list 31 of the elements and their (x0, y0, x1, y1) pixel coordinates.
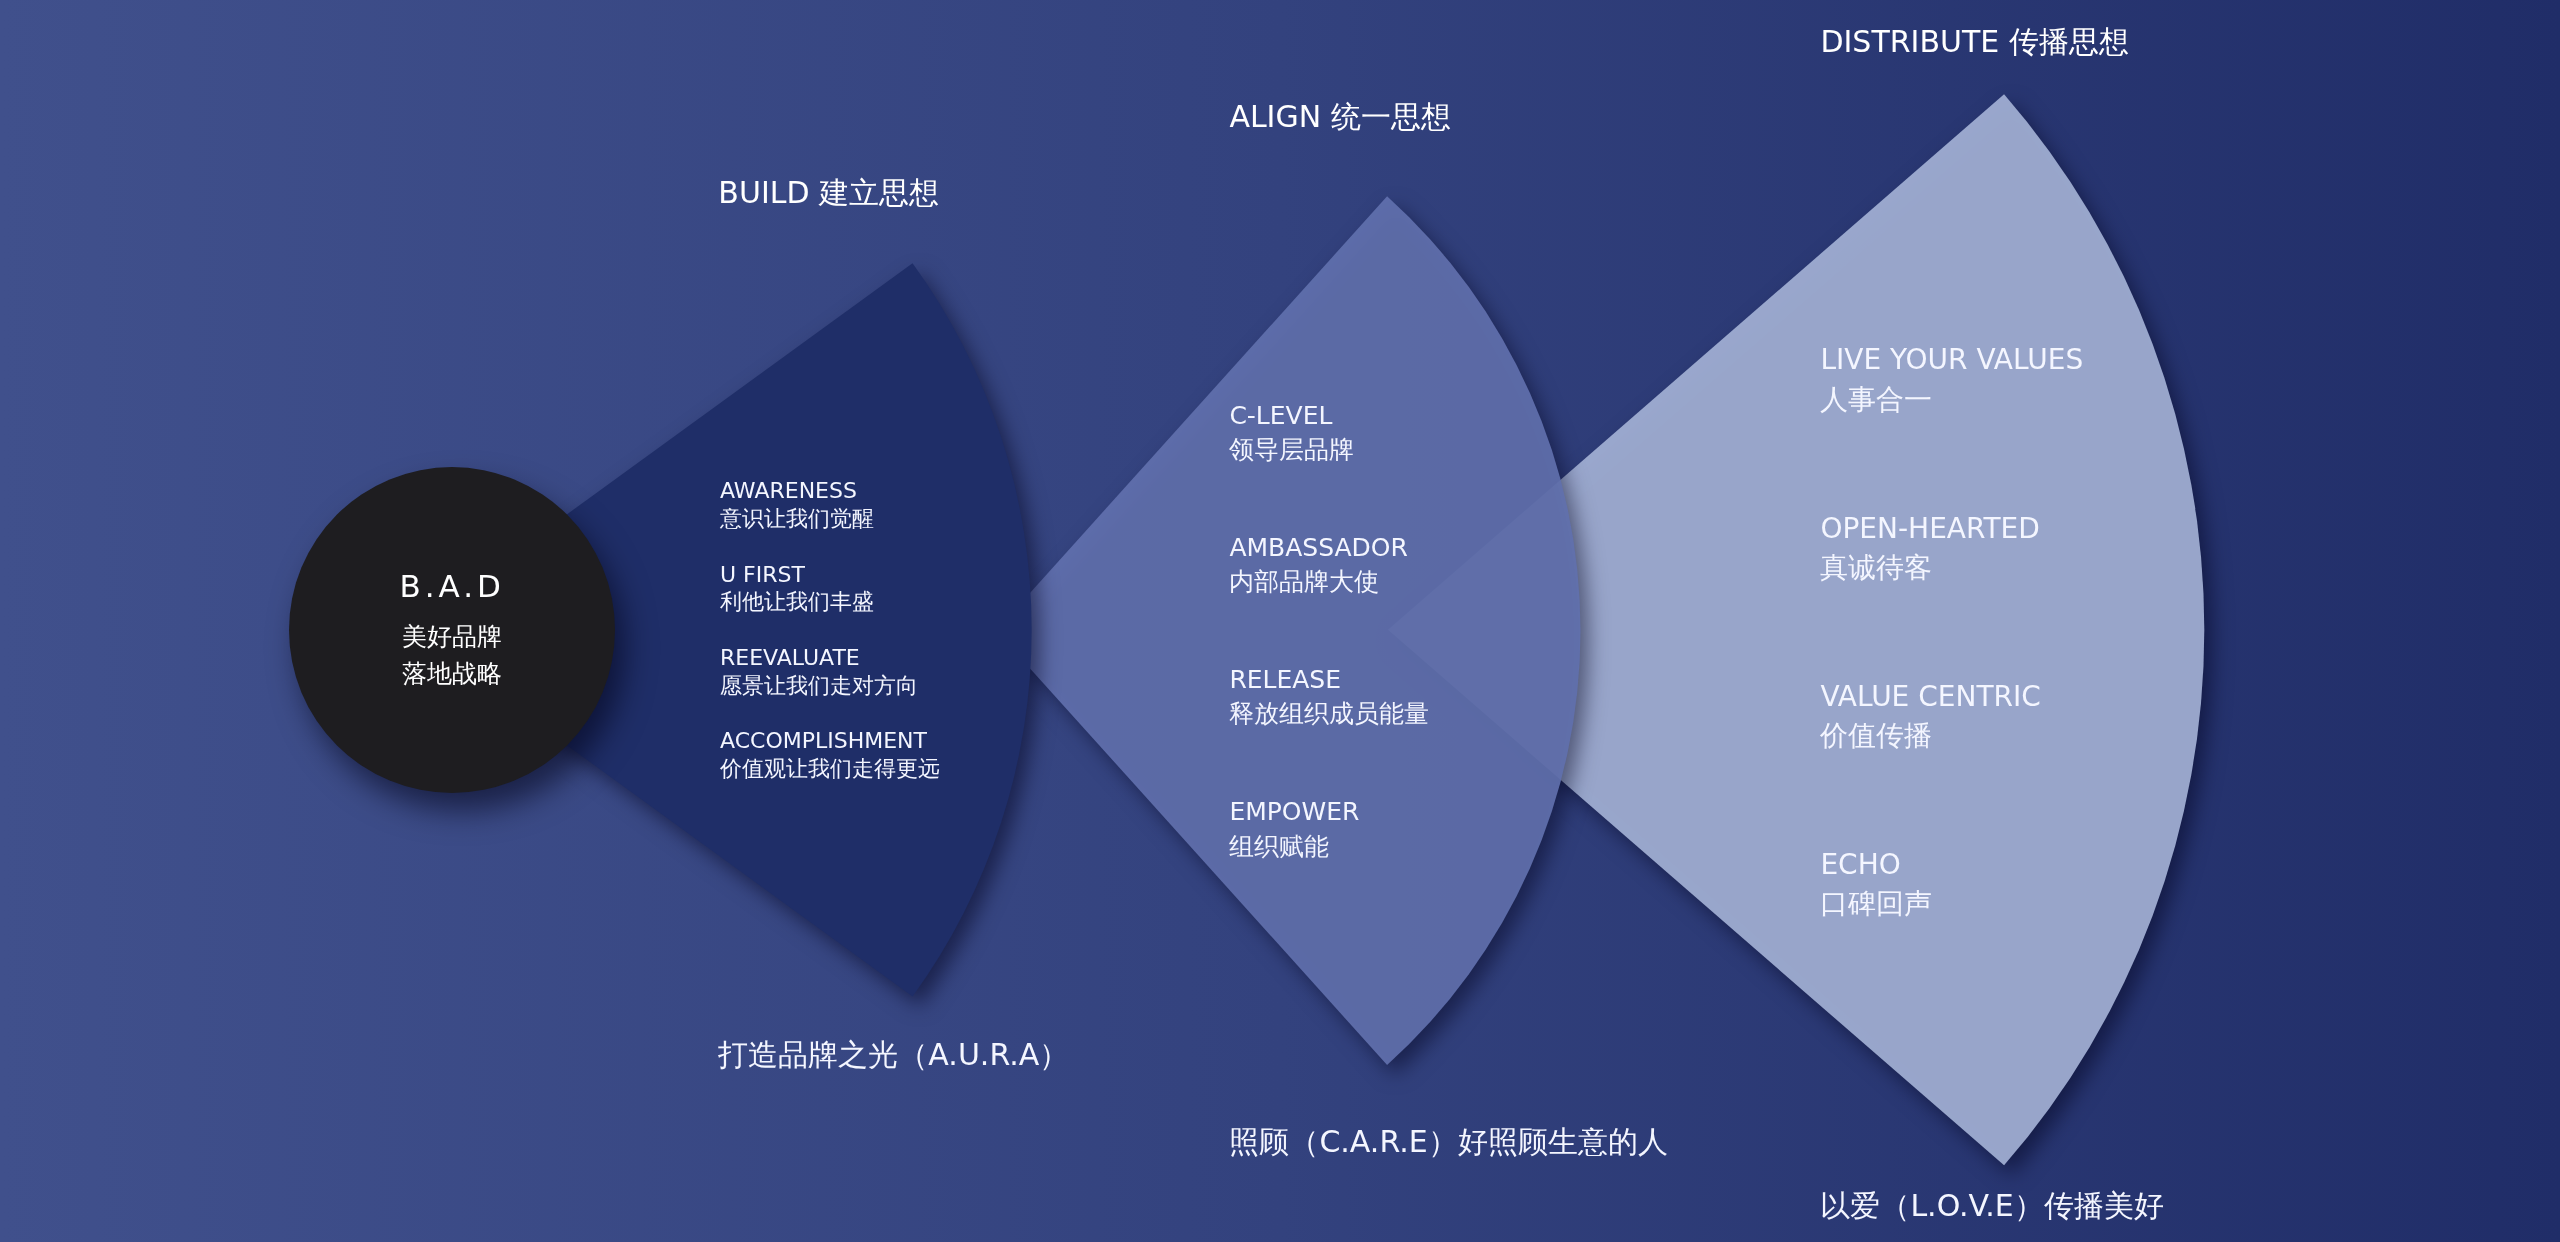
item-description: 愿景让我们走对方向 (720, 672, 918, 698)
item-description: 人事合一 (1820, 383, 1933, 416)
item-description: 真诚待客 (1820, 551, 1933, 584)
circle-heading: B.A.D (399, 567, 505, 604)
item-description: 价值传播 (1820, 720, 1933, 753)
item-heading: AMBASSADOR (1229, 533, 1408, 563)
item-heading: OPEN-HEARTED (1820, 512, 2040, 545)
item-heading: AWARENESS (720, 478, 857, 504)
item-heading: EMPOWER (1229, 798, 1360, 828)
item-heading: C-LEVEL (1229, 401, 1333, 431)
section-title: DISTRIBUTE 传播思想 (1820, 24, 2129, 59)
item-description: 内部品牌大使 (1229, 568, 1380, 597)
section-title: ALIGN 统一思想 (1229, 99, 1451, 135)
item-heading: VALUE CENTRIC (1820, 680, 2041, 713)
circle-subtitle: 美好品牌落地战略 (401, 620, 504, 691)
item-heading: REEVALUATE (720, 644, 860, 671)
item-description: 组织赋能 (1229, 832, 1330, 862)
item-description: 释放组织成员能量 (1229, 700, 1430, 730)
item-description: 口碑回声 (1820, 888, 1933, 921)
item-description: 领导层品牌 (1229, 435, 1355, 465)
section-title: BUILD 建立思想 (718, 176, 940, 211)
item-description: 意识让我们觉醒 (720, 506, 874, 532)
item-heading: U FIRST (720, 561, 805, 587)
item-heading: ECHO (1820, 848, 1901, 882)
item-heading: LIVE YOUR VALUES (1820, 344, 2084, 377)
item-description: 利他让我们丰盛 (720, 589, 874, 615)
item-heading: RELEASE (1229, 666, 1342, 695)
section-caption: 照顾（C.A.R.E）好照顾生意的人 (1229, 1124, 1668, 1160)
item-heading: ACCOMPLISHMENT (720, 728, 927, 754)
section-caption: 打造品牌之光（A.U.R.A） (718, 1038, 1070, 1073)
item-description: 价值观让我们走得更远 (720, 755, 940, 782)
